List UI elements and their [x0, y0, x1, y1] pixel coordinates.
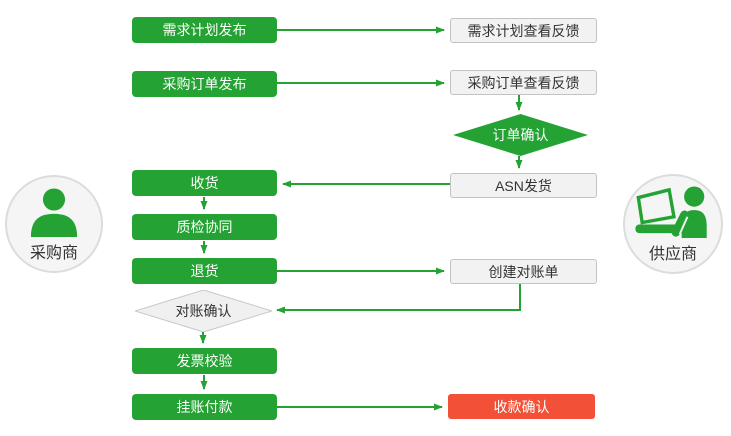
actor-supplier-label: 供应商: [648, 246, 697, 263]
step-label: 需求计划发布: [162, 22, 247, 38]
step-label: 收货: [190, 175, 219, 191]
step-receive-goods: 收货: [132, 170, 277, 196]
actor-supplier: 供应商: [623, 174, 723, 274]
decision-order-confirm: 订单确认: [453, 114, 588, 156]
step-book-payment: 挂账付款: [132, 394, 277, 420]
step-label: ASN发货: [495, 177, 552, 194]
step-create-statement: 创建对账单: [450, 259, 597, 284]
step-label: 采购订单发布: [162, 76, 247, 92]
step-order-feedback: 采购订单查看反馈: [450, 70, 597, 95]
step-asn-ship: ASN发货: [450, 173, 597, 198]
edge-statement-to-reconfirm: [276, 284, 521, 314]
buyer-person-icon: [30, 188, 78, 237]
step-label: 创建对账单: [488, 263, 559, 280]
step-label: 质检协同: [176, 219, 233, 235]
step-label: 采购订单查看反馈: [467, 74, 580, 91]
actor-buyer: 采购商: [5, 175, 103, 273]
diamond-shape: [453, 114, 588, 156]
step-quality-collaboration: 质检协同: [132, 214, 277, 240]
decision-recon-confirm: 对账确认: [135, 290, 272, 332]
step-label: 挂账付款: [176, 399, 233, 415]
step-purchase-order-publish: 采购订单发布: [132, 71, 277, 97]
step-demand-plan-publish: 需求计划发布: [132, 17, 277, 43]
decision-label: 对账确认: [175, 303, 232, 319]
step-label: 发票校验: [176, 353, 233, 369]
step-label: 收款确认: [493, 398, 550, 415]
supplier-laptop-person-icon: [635, 186, 707, 238]
diamond-shape: [135, 290, 272, 332]
step-demand-plan-feedback: 需求计划查看反馈: [450, 18, 597, 43]
step-return-goods: 退货: [132, 258, 277, 284]
step-invoice-check: 发票校验: [132, 348, 277, 374]
actor-buyer-label: 采购商: [29, 245, 78, 262]
step-label: 需求计划查看反馈: [467, 22, 580, 39]
step-label: 退货: [190, 263, 219, 279]
decision-label: 订单确认: [492, 127, 549, 143]
step-receipt-confirm: 收款确认: [448, 394, 595, 419]
